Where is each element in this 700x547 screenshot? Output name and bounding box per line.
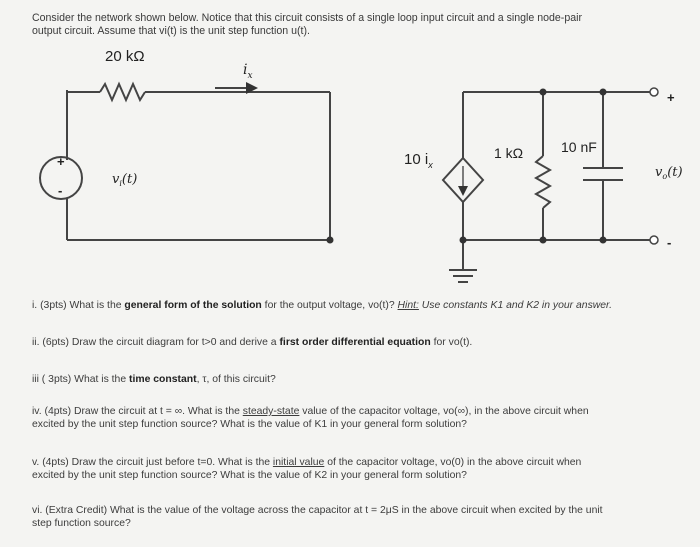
source-plus: + [57,154,65,169]
resistor-1k [533,155,553,209]
ground-symbol [449,269,477,283]
node-dot [599,88,607,96]
question-6: vi. (Extra Credit) What is the value of … [32,505,603,529]
output-terminal-plus [649,87,659,97]
output-network [441,87,659,283]
node-dot [459,236,467,244]
output-terminal-minus [649,235,659,245]
input-loop [39,81,334,244]
output-label: vo(t) [655,165,683,181]
node-dot [539,236,547,244]
question-1: i. (3pts) What is the general form of th… [32,300,613,311]
question-5: v. (4pts) Draw the circuit just before t… [32,457,582,481]
input-top-left-wire [66,90,100,93]
output-plus: + [667,90,675,105]
circuit-diagram: 20 kΩ ix + - vi(t) 10 ix 1 kΩ 10 nF vo(t… [39,48,683,283]
output-minus: - [667,235,671,250]
ix-label: ix [243,62,253,81]
source-label: vi(t) [112,172,137,188]
intro-line-2: output circuit. Assume that vi(t) is the… [32,25,310,37]
intro-line-1: Consider the network shown below. Notice… [32,12,582,24]
resistor-20k [99,81,146,103]
ix-arrow-head [246,82,258,94]
node-dot [326,236,334,244]
question-4: iv. (4pts) Draw the circuit at t = ∞. Wh… [32,406,589,430]
capacitor-label: 10 nF [561,139,597,155]
question-3: iii ( 3pts) What is the time constant, τ… [32,374,276,385]
r-output-label: 1 kΩ [494,145,523,161]
question-2: ii. (6pts) Draw the circuit diagram for … [32,337,473,348]
r-input-label: 20 kΩ [105,48,145,65]
dep-source-label: 10 ix [404,151,433,170]
voltage-source [39,156,83,200]
source-minus: - [58,183,62,198]
node-dot [539,88,547,96]
problem-intro: Consider the network shown below. Notice… [32,12,682,38]
node-dot [599,236,607,244]
